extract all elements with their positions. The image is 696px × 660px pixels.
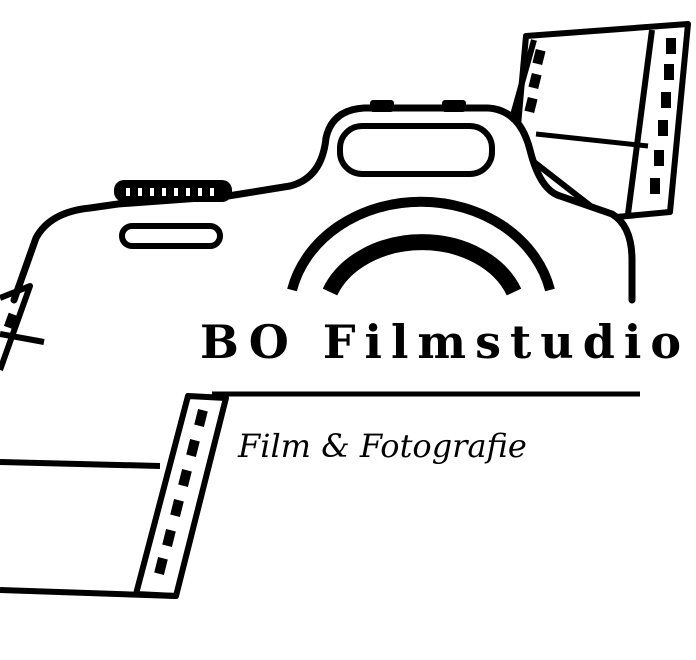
film-strip-bottom-left-perforations xyxy=(154,409,208,575)
film-strip-top-right-perforations xyxy=(524,38,676,194)
tagline: Film & Fotografie xyxy=(238,427,527,465)
hot-shoe xyxy=(370,100,466,112)
film-strip-left-perforations xyxy=(3,312,19,330)
shutter-button xyxy=(114,180,232,202)
camera-slot xyxy=(119,223,223,249)
lens-arcs xyxy=(287,196,555,296)
film-strip-bottom-left xyxy=(0,393,229,599)
film-strip-left xyxy=(0,283,45,372)
viewfinder-window xyxy=(337,123,495,177)
brand-name: BO Filmstudio xyxy=(200,315,691,369)
